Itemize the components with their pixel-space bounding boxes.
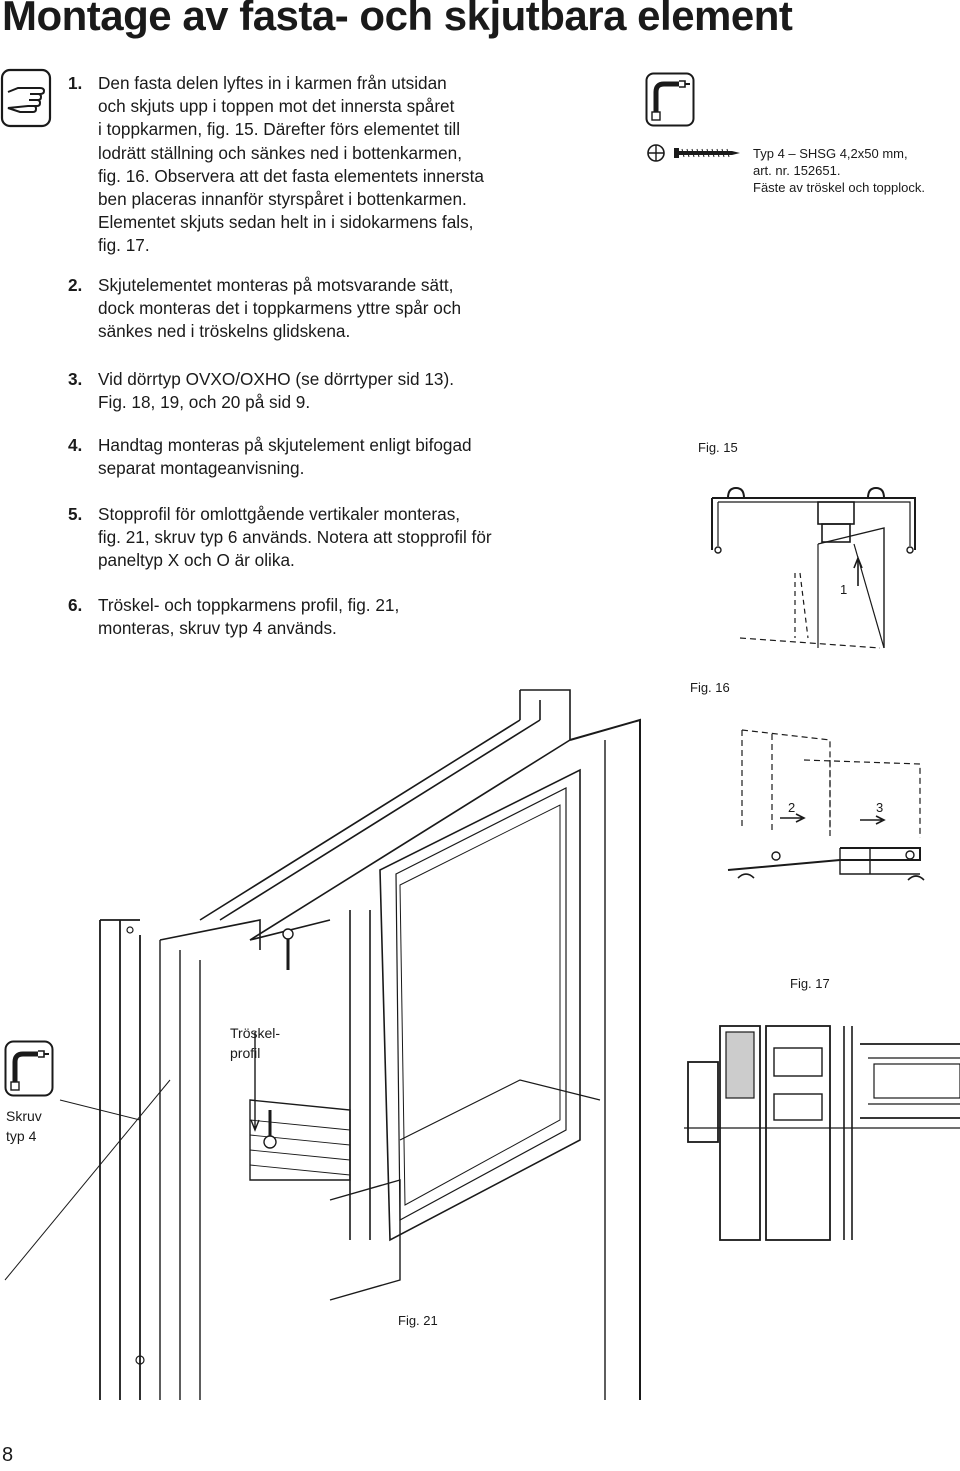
step-3: 3. Vid dörrtyp OVXO/OXHO (se dörrtyper s…: [68, 368, 588, 414]
step-4: 4. Handtag monteras på skjutelement enli…: [68, 434, 588, 480]
step-number: 2.: [68, 275, 83, 295]
troskel-profil-label: Tröskel- profil: [230, 1025, 281, 1061]
step-text: Handtag monteras på skjutelement enligt …: [98, 435, 472, 479]
step-text: Vid dörrtyp OVXO/OXHO (se dörrtyper sid …: [98, 369, 454, 413]
step-text: Den fasta delen lyftes in i karmen från …: [98, 73, 484, 256]
fig15-drawing: [711, 486, 916, 649]
screwdriver-bit-icon: [4, 1040, 54, 1097]
screw-info: Typ 4 – SHSG 4,2x50 mm, art. nr. 152651.…: [753, 146, 925, 195]
step-number: 3.: [68, 369, 83, 389]
screw-head-icon: [647, 144, 740, 162]
fig16-marker-2: 2: [788, 800, 796, 815]
fig15-marker: 1: [840, 582, 848, 597]
step-text: Stopprofil för omlottgående vertikaler m…: [98, 504, 492, 571]
skruv-typ-label: Skruv typ 4: [6, 1108, 42, 1144]
page-title: Montage av fasta- och skjutbara element: [2, 0, 793, 39]
page-number: 8: [2, 1444, 14, 1466]
fig15-label: Fig. 15: [698, 440, 738, 455]
step-number: 5.: [68, 504, 83, 524]
screwdriver-bit-icon: [645, 72, 695, 127]
fig16-drawing: [727, 729, 925, 881]
pointing-hand-icon: [0, 68, 52, 128]
step-text: Tröskel- och toppkarmens profil, fig. 21…: [98, 595, 400, 639]
step-number: 4.: [68, 435, 83, 455]
fig16-label: Fig. 16: [690, 680, 730, 695]
step-1: 1. Den fasta delen lyftes in i karmen fr…: [68, 72, 588, 258]
fig17-drawing: [684, 1025, 960, 1241]
step-number: 1.: [68, 73, 83, 93]
fig21-label: Fig. 21: [398, 1313, 438, 1328]
step-5: 5. Stopprofil för omlottgående vertikale…: [68, 503, 588, 573]
step-6: 6. Tröskel- och toppkarmens profil, fig.…: [68, 594, 588, 640]
step-2: 2. Skjutelementet monteras på motsvarand…: [68, 274, 588, 344]
step-text: Skjutelementet monteras på motsvarande s…: [98, 275, 462, 342]
fig21-drawing: [4, 689, 641, 1400]
step-number: 6.: [68, 595, 83, 615]
fig17-label: Fig. 17: [790, 976, 830, 991]
fig16-marker-3: 3: [876, 800, 884, 815]
